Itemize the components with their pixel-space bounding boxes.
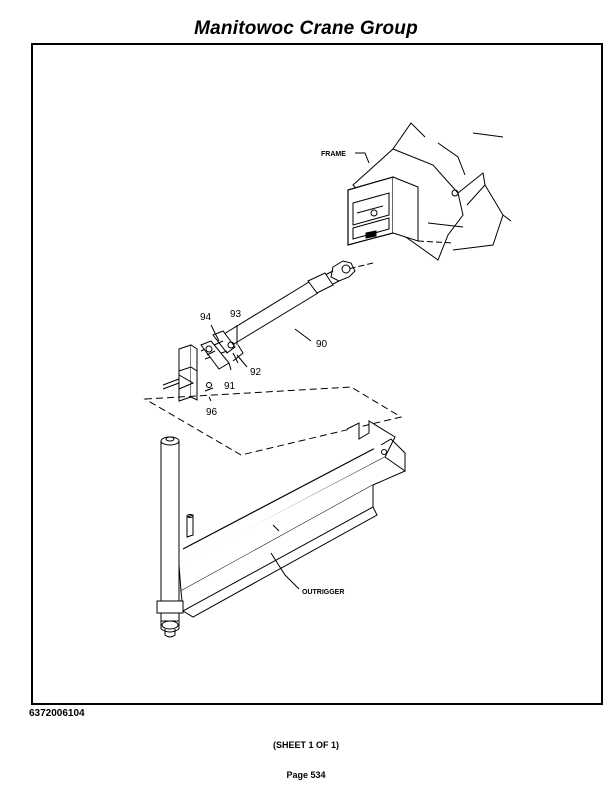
callout-91: 91 [224, 381, 236, 392]
callout-94: 94 [200, 312, 212, 323]
leader-94 [210, 324, 220, 342]
callout-92: 92 [250, 367, 262, 378]
leader-91 [228, 362, 232, 371]
page-title: Manitowoc Crane Group [194, 18, 418, 39]
cylinder-90 [162, 260, 374, 402]
page-number: Page 534 [286, 770, 326, 780]
assembly-plane-outline [143, 386, 403, 456]
leader-90 [294, 328, 312, 342]
document-number: 6372006104 [29, 708, 85, 719]
callout-outrigger: OUTRIGGER [302, 589, 344, 596]
sheet-indicator: (SHEET 1 OF 1) [272, 740, 339, 750]
leader-92 [236, 354, 248, 368]
callout-93: 93 [230, 309, 242, 320]
frame-assembly [347, 122, 512, 261]
callout-frame: FRAME [321, 151, 346, 158]
callout-90: 90 [316, 339, 328, 350]
exploded-parts-diagram: FRAME 90 91 92 93 94 96 OUTRIGGER [143, 122, 512, 638]
leader-96 [208, 396, 212, 402]
drawing-frame: FRAME 90 91 92 93 94 96 OUTRIGGER [31, 43, 603, 705]
outrigger-assembly [156, 420, 407, 638]
callout-96: 96 [206, 407, 218, 418]
